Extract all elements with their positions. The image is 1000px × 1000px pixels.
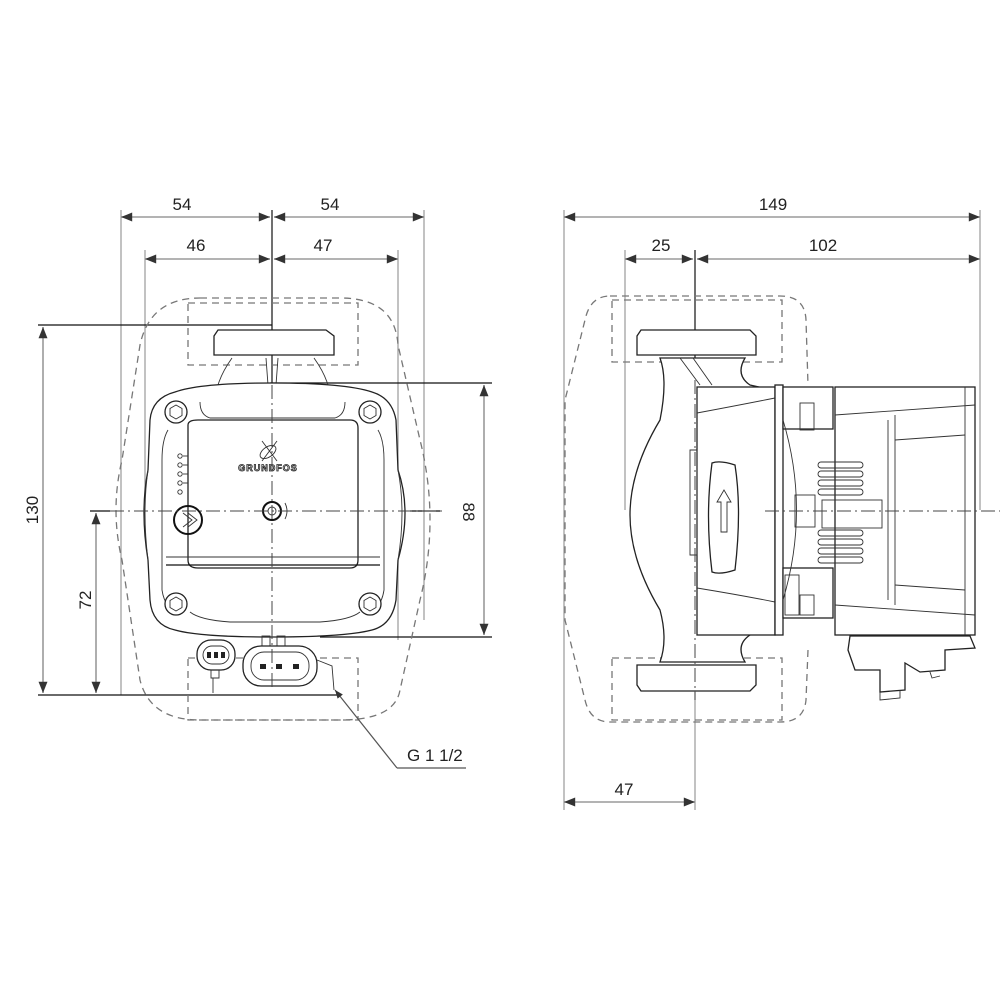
mode-indicator-icons — [177, 453, 188, 495]
side-pump-housing — [629, 357, 976, 701]
dim-47-front: 47 — [314, 236, 333, 255]
dim-54-left: 54 — [173, 195, 192, 214]
front-cable-connectors — [196, 635, 335, 693]
front-vertical-dimensions: 130 72 88 — [23, 327, 489, 693]
dim-149: 149 — [759, 195, 787, 214]
side-flanges — [636, 329, 757, 692]
mode-button-icon — [173, 505, 203, 535]
dim-88: 88 — [459, 503, 478, 522]
dim-130: 130 — [23, 496, 42, 524]
dim-54-right: 54 — [321, 195, 340, 214]
front-pump-housing: GRUNDFOS — [143, 382, 406, 638]
dim-46: 46 — [187, 236, 206, 255]
front-envelope-outline — [115, 297, 431, 721]
grundfos-logo: GRUNDFOS — [238, 440, 298, 473]
front-top-flange-envelope — [187, 302, 359, 366]
dim-72: 72 — [76, 591, 95, 610]
front-view: 54 54 46 47 130 72 88 — [23, 195, 492, 769]
front-horizontal-dimensions: 54 54 46 47 — [120, 195, 424, 264]
side-dimensions: 149 25 102 47 — [564, 195, 980, 807]
dim-47-side: 47 — [615, 780, 634, 799]
side-envelope-outline — [564, 295, 809, 723]
thread-size-label: G 1 1/2 — [407, 746, 463, 765]
dim-25: 25 — [652, 236, 671, 255]
dim-102: 102 — [809, 236, 837, 255]
front-top-flange — [213, 329, 335, 386]
logo-text: GRUNDFOS — [238, 463, 298, 473]
thread-callout: G 1 1/2 — [334, 689, 466, 769]
bolt-icon — [164, 400, 382, 616]
cooling-fins — [817, 461, 864, 564]
side-view: 149 25 102 47 — [563, 195, 1000, 810]
